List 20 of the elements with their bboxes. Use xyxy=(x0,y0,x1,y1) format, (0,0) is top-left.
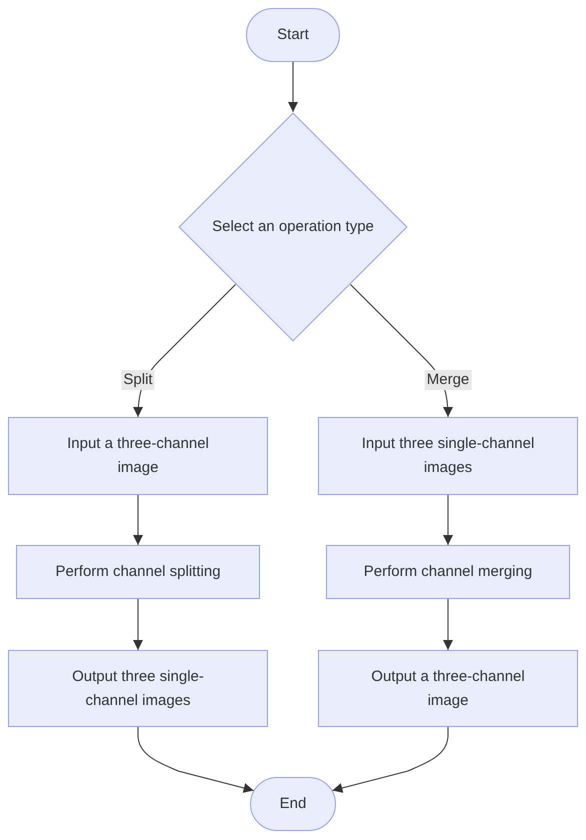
process-box: Input a three-channel image xyxy=(8,417,268,495)
edge-label: Merge xyxy=(424,370,472,390)
arrow xyxy=(138,726,254,793)
arrow xyxy=(288,62,298,112)
decision-diamond: Select an operation type xyxy=(178,112,408,342)
arrow xyxy=(350,284,453,418)
arrow xyxy=(133,598,143,650)
process-box: Perform channel merging xyxy=(326,545,570,599)
terminal-pill: Start xyxy=(246,8,340,62)
arrow xyxy=(443,494,453,546)
process-box: Output a three-channel image xyxy=(318,650,578,727)
edge-label: Split xyxy=(121,370,155,390)
arrow xyxy=(443,598,453,650)
process-box: Perform channel splitting xyxy=(16,545,260,599)
arrow xyxy=(133,284,236,418)
arrow xyxy=(332,726,448,793)
process-box: Input three single-channel images xyxy=(318,417,578,495)
process-box: Output three single-channel images xyxy=(8,650,268,727)
terminal-pill: End xyxy=(250,777,336,831)
arrow xyxy=(133,494,143,546)
